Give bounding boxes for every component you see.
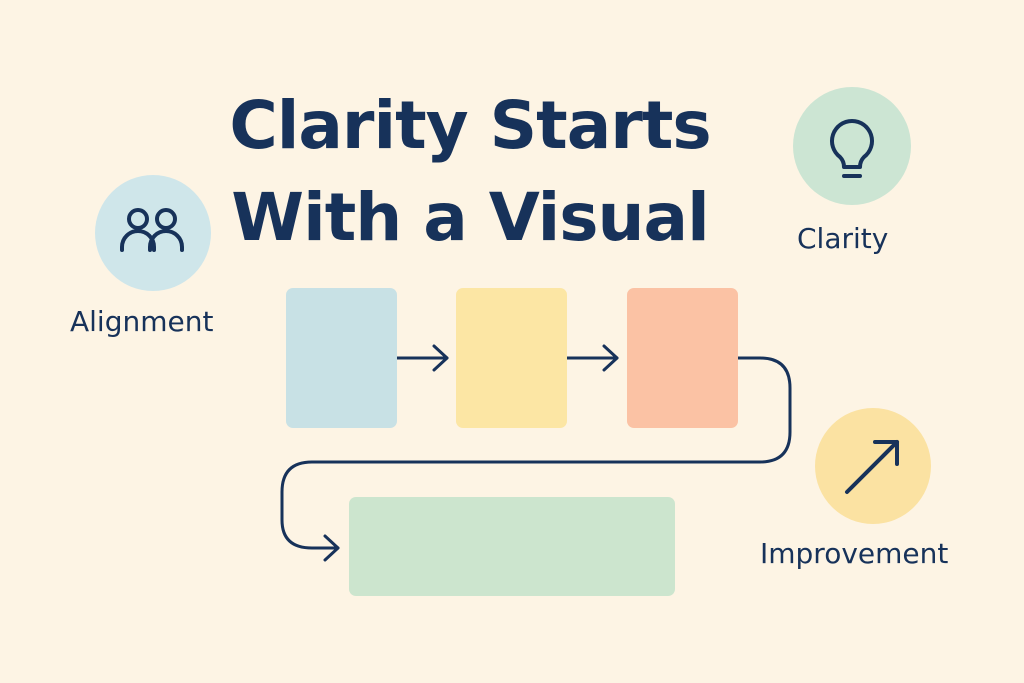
arrow-up-right-icon: [845, 440, 899, 494]
improvement-label: Improvement: [760, 537, 949, 570]
alignment-label: Alignment: [70, 305, 214, 338]
arrow-connector-2: [565, 344, 619, 372]
process-step-3: [627, 288, 738, 428]
alignment-badge: [95, 175, 211, 291]
page-title: Clarity Starts With a Visual: [150, 80, 790, 264]
process-step-4: [349, 497, 675, 596]
people-icon: [120, 208, 184, 252]
clarity-label: Clarity: [797, 222, 889, 255]
lightbulb-icon: [830, 119, 874, 178]
process-step-2: [456, 288, 567, 428]
title-line-2: With a Visual: [231, 179, 709, 256]
title-line-1: Clarity Starts: [229, 87, 711, 164]
return-connector: [280, 356, 792, 562]
improvement-badge: [815, 408, 931, 524]
process-step-1: [286, 288, 397, 428]
arrow-connector-1: [395, 344, 449, 372]
clarity-badge: [793, 87, 911, 205]
